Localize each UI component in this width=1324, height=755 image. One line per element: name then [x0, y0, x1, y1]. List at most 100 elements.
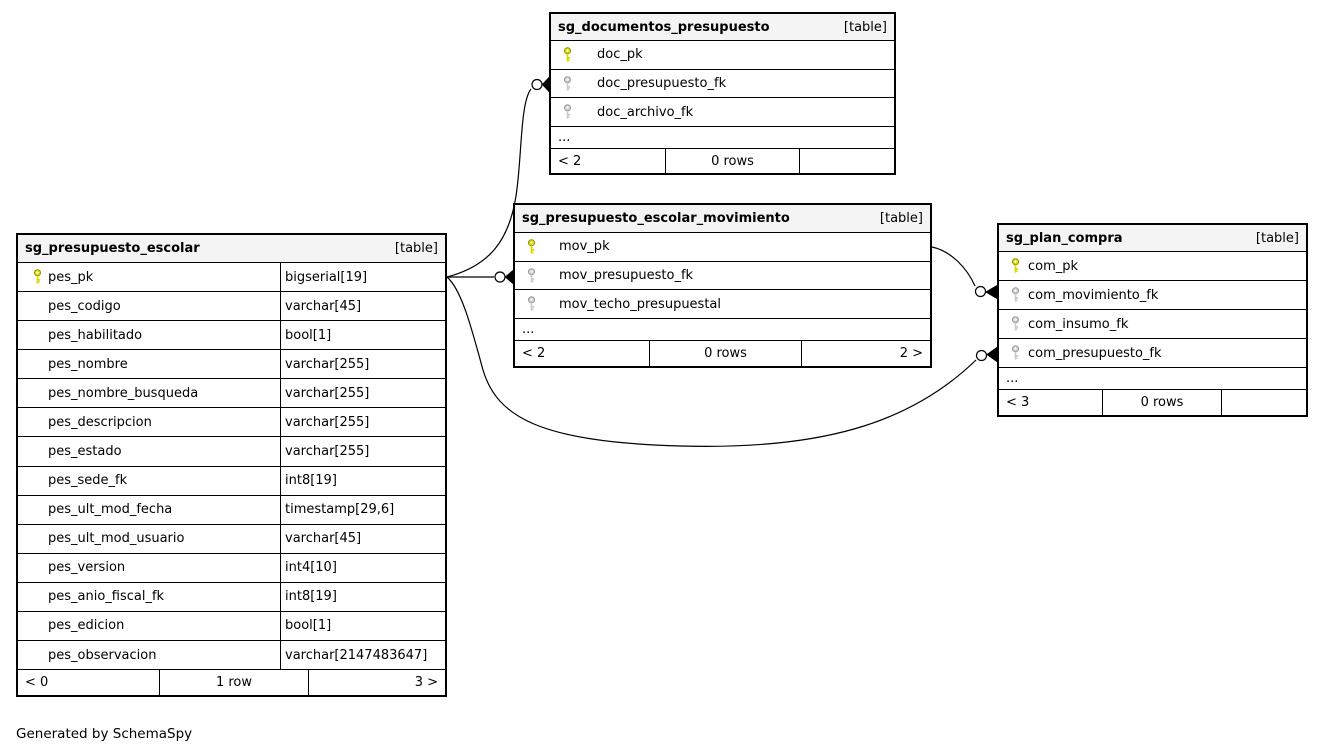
column-name-cell: pes_sede_fk [18, 467, 280, 495]
ellipsis-label: ... [522, 322, 535, 338]
column-type-cell: int8[19] [280, 466, 445, 495]
column-name: pes_ult_mod_fecha [48, 502, 173, 518]
column-name: pes_ult_mod_usuario [48, 531, 185, 547]
table-footer: < 3 0 rows [999, 390, 1306, 415]
column-name-cell: pes_codigo [18, 292, 280, 320]
column-name: doc_archivo_fk [597, 104, 694, 120]
row-count: 1 row [159, 670, 309, 696]
generated-by-note: Generated by SchemaSpy [16, 726, 193, 742]
column-name-cell: pes_habilitado [18, 321, 280, 349]
column-name: pes_sede_fk [48, 473, 128, 489]
column-name: mov_presupuesto_fk [559, 268, 694, 284]
column-name: pes_nombre [48, 356, 128, 372]
column-type-cell: varchar[255] [280, 437, 445, 466]
column-name-cell: pes_version [18, 554, 280, 582]
relation-mov_pk-com_movimiento_fk [931, 246, 998, 300]
column-type-cell: int8[19] [280, 582, 445, 611]
column-type-cell: varchar[45] [280, 524, 445, 553]
table-type-badge: [table] [879, 211, 923, 226]
column-name: pes_codigo [48, 298, 121, 314]
more-columns-row: ... [515, 319, 930, 341]
table-header[interactable]: sg_documentos_presupuesto [table] [551, 14, 894, 41]
column-name-cell: pes_nombre [18, 350, 280, 378]
column-row-pes_nombre_busqueda: pes_nombre_busqueda varchar[255] [18, 379, 445, 409]
column-row-doc_presupuesto_fk: doc_presupuesto_fk [551, 70, 894, 99]
column-name-cell: pes_nombre_busqueda [18, 379, 280, 407]
ellipsis-label: ... [1006, 371, 1019, 386]
table-title[interactable]: sg_documentos_presupuesto [558, 19, 770, 35]
row-count: 0 rows [649, 341, 802, 366]
table-type-badge: [table] [1255, 230, 1299, 246]
column-type-cell: timestamp[29,6] [280, 495, 445, 524]
table-title[interactable]: sg_plan_compra [1006, 230, 1123, 246]
parents-count: 2 > [899, 346, 923, 361]
foreign-key-icon [1010, 345, 1021, 361]
table-type-badge: [table] [843, 19, 887, 35]
table-footer: < 2 0 rows 2 > [515, 341, 930, 366]
parents-count [1222, 390, 1306, 415]
column-type-cell: int4[10] [280, 553, 445, 582]
relation-pes_pk-mov_presupuesto_fk [447, 269, 514, 285]
foreign-key-icon [1010, 287, 1021, 303]
column-type-cell: varchar[45] [280, 292, 445, 321]
column-row-pes_sede_fk: pes_sede_fk int8[19] [18, 466, 445, 496]
column-type-cell: bool[1] [280, 611, 445, 641]
primary-key-icon [526, 239, 537, 255]
column-type-cell: varchar[255] [280, 350, 445, 379]
foreign-key-icon [526, 267, 537, 284]
column-name: pes_version [48, 560, 126, 576]
parents-count [800, 149, 894, 173]
column-name-cell: pes_estado [18, 437, 280, 465]
table-header[interactable]: sg_presupuesto_escolar_movimiento [table] [515, 205, 930, 233]
column-row-pes_estado: pes_estado varchar[255] [18, 437, 445, 467]
column-type-cell: varchar[255] [280, 408, 445, 437]
foreign-key-icon [526, 296, 537, 312]
column-name: doc_presupuesto_fk [597, 76, 727, 92]
ellipsis-label: ... [558, 130, 571, 146]
children-count: < 2 [522, 346, 546, 361]
foreign-key-icon [1010, 316, 1021, 332]
column-type-cell: varchar[255] [280, 379, 445, 408]
column-name-cell: pes_edicion [18, 612, 280, 640]
column-name: pes_observacion [48, 647, 157, 663]
row-count: 0 rows [1102, 390, 1222, 415]
column-row-pes_codigo: pes_codigo varchar[45] [18, 292, 445, 322]
column-name: pes_nombre_busqueda [48, 385, 199, 401]
table-header[interactable]: sg_presupuesto_escolar [table] [18, 235, 445, 263]
column-row-pes_version: pes_version int4[10] [18, 553, 445, 583]
primary-key-icon [562, 47, 573, 63]
parents-count: 3 > [414, 675, 438, 691]
children-count: < 3 [1006, 395, 1030, 410]
table-title[interactable]: sg_presupuesto_escolar [25, 241, 200, 256]
more-columns-row: ... [551, 127, 894, 149]
column-row-pes_descripcion: pes_descripcion varchar[255] [18, 408, 445, 438]
column-name: mov_techo_presupuestal [559, 296, 722, 312]
column-name: pes_descripcion [48, 414, 152, 430]
column-name-cell: pes_descripcion [18, 408, 280, 436]
column-name: pes_estado [48, 444, 122, 459]
column-row-com_pk: com_pk [999, 252, 1306, 281]
column-name-cell: pes_anio_fiscal_fk [18, 583, 280, 611]
column-name-cell: pes_ult_mod_fecha [18, 496, 280, 524]
column-row-doc_archivo_fk: doc_archivo_fk [551, 98, 894, 128]
table-header[interactable]: sg_plan_compra [table] [999, 225, 1306, 252]
column-row-com_movimiento_fk: com_movimiento_fk [999, 281, 1306, 310]
column-row-com_insumo_fk: com_insumo_fk [999, 310, 1306, 339]
column-name-cell: pes_ult_mod_usuario [18, 525, 280, 553]
column-row-mov_presupuesto_fk: mov_presupuesto_fk [515, 262, 930, 291]
column-name: com_insumo_fk [1028, 316, 1129, 332]
table-sg_presupuesto_escolar_movimiento[interactable]: sg_presupuesto_escolar_movimiento [table]… [513, 203, 932, 368]
primary-key-icon [1010, 258, 1021, 274]
table-type-badge: [table] [394, 241, 438, 256]
column-name: doc_pk [597, 47, 643, 63]
table-sg_plan_compra[interactable]: sg_plan_compra [table] com_pk com_movimient… [997, 223, 1308, 417]
column-name: com_movimiento_fk [1028, 287, 1159, 303]
column-name: com_presupuesto_fk [1028, 345, 1162, 361]
table-title[interactable]: sg_presupuesto_escolar_movimiento [522, 211, 790, 226]
